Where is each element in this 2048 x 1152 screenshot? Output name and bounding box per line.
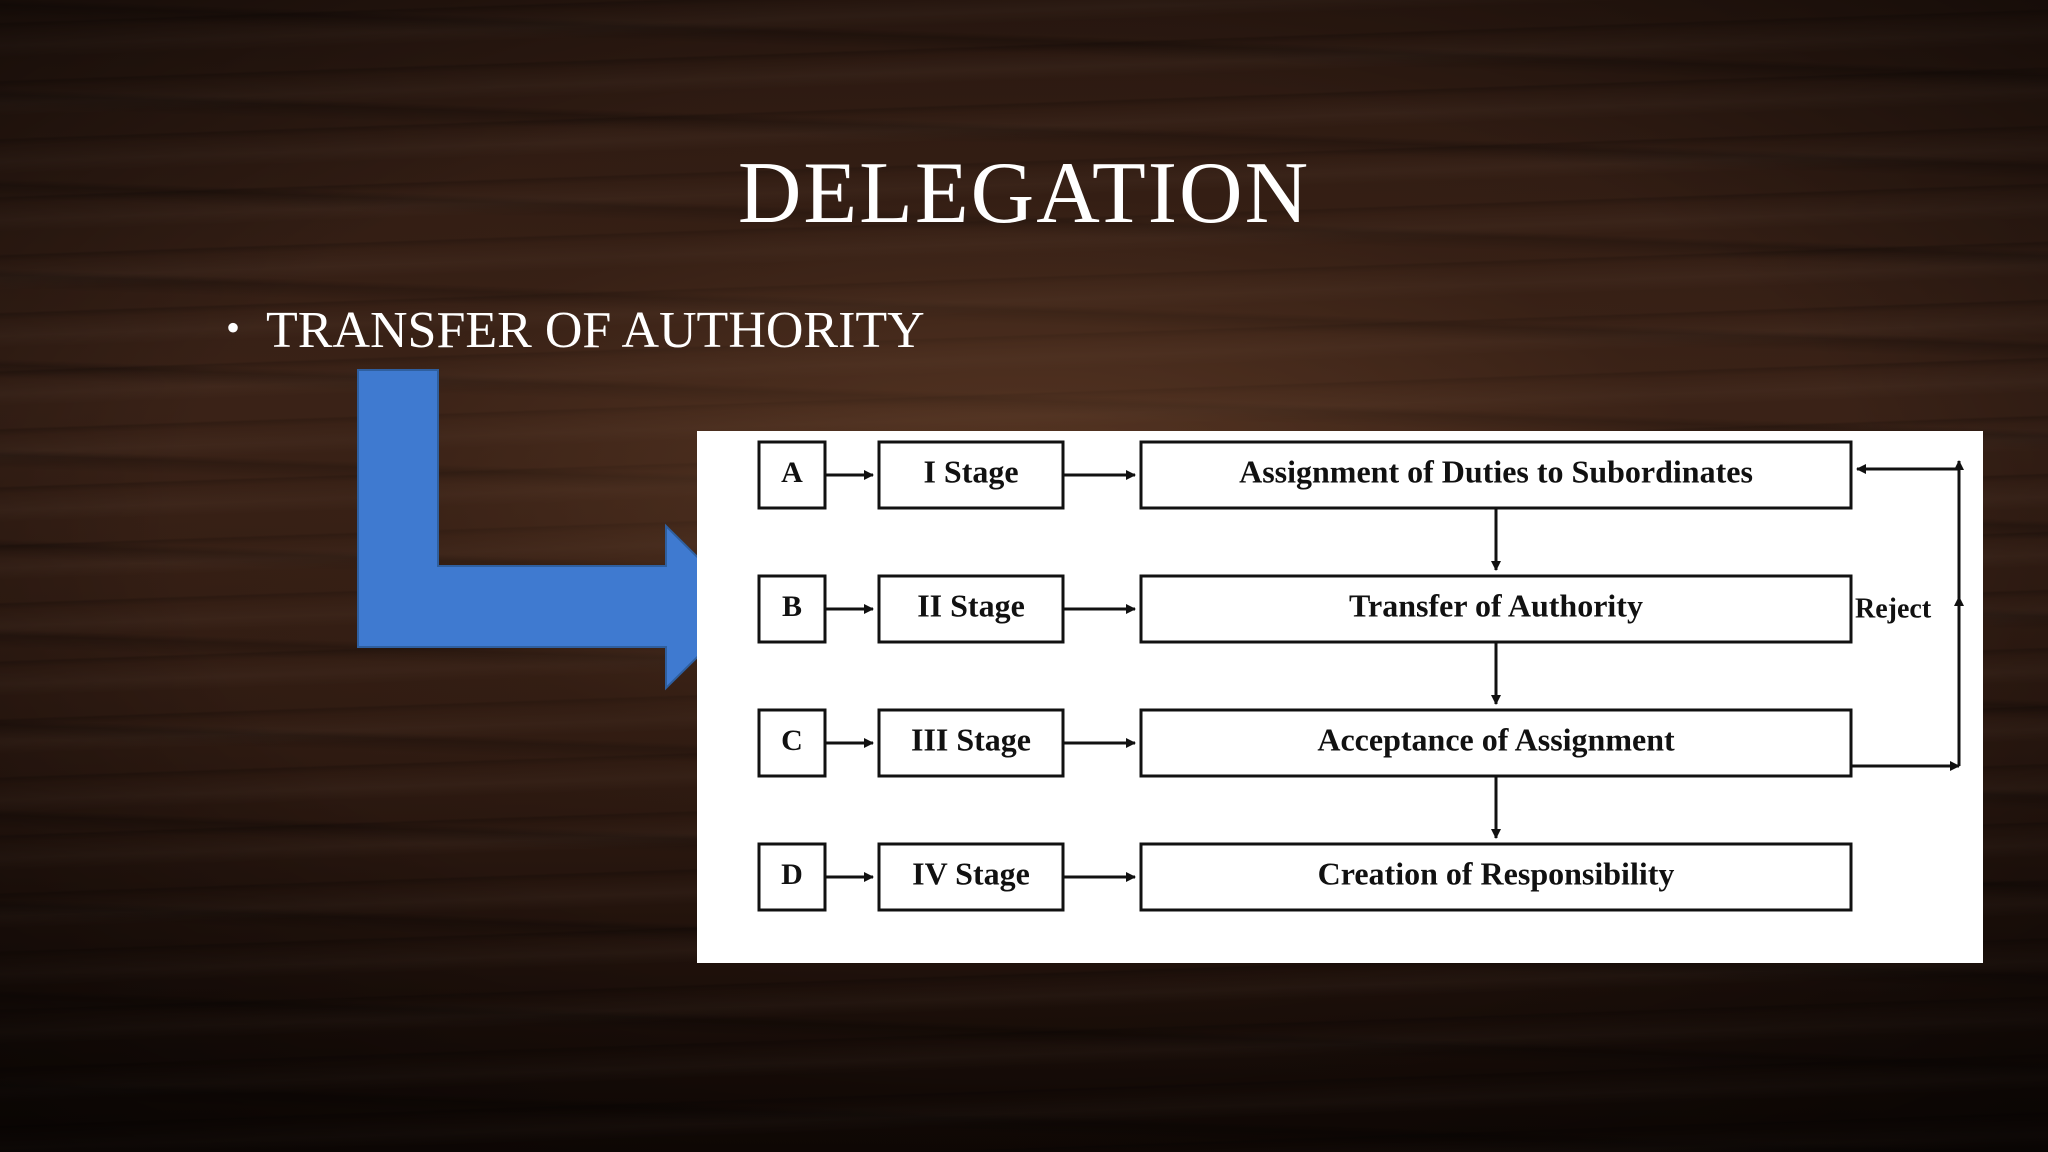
stage-box [877,574,1065,644]
step-box [1139,574,1853,644]
bullet-item: • TRANSFER OF AUTHORITY [226,305,925,357]
letter-label: C [781,724,803,757]
letter-box [757,440,827,510]
stage-label: III Stage [911,721,1031,757]
letter-label: D [781,858,803,891]
delegation-process-diagram: A I Stage Assignment of Duties to Subord… [697,431,1983,963]
reject-feedback-loop: Reject [1851,460,1964,771]
diagram-row-d: D IV Stage Creation of Responsibility [757,842,1853,912]
step-box [1139,708,1853,778]
bullet-marker: • [226,305,241,350]
diagram-row-a: A I Stage Assignment of Duties to Subord… [757,440,1853,510]
diagram-svg: A I Stage Assignment of Duties to Subord… [757,440,1964,912]
stage-label: IV Stage [912,855,1030,891]
stage-box [877,440,1065,510]
stage-label: II Stage [917,587,1025,623]
stage-box [877,842,1065,912]
bullet-text: TRANSFER OF AUTHORITY [266,302,925,359]
step-label: Creation of Responsibility [1318,855,1675,891]
step-box [1139,842,1853,912]
stage-box [877,708,1065,778]
step-label: Assignment of Duties to Subordinates [1239,453,1753,489]
letter-box [757,574,827,644]
diagram-row-b: B II Stage Transfer of Authority [757,574,1853,644]
stage-label: I Stage [923,453,1018,489]
letter-label: A [781,456,803,489]
callout-arrow-shape [357,369,750,691]
step-label: Acceptance of Assignment [1317,721,1675,757]
diagram-row-c: C III Stage Acceptance of Assignment [757,708,1853,778]
reject-label: Reject [1855,593,1932,624]
letter-label: B [782,590,802,623]
slide-title: DELEGATION [737,145,1311,242]
step-box [1139,440,1853,510]
step-label: Transfer of Authority [1349,587,1643,623]
letter-box [757,842,827,912]
